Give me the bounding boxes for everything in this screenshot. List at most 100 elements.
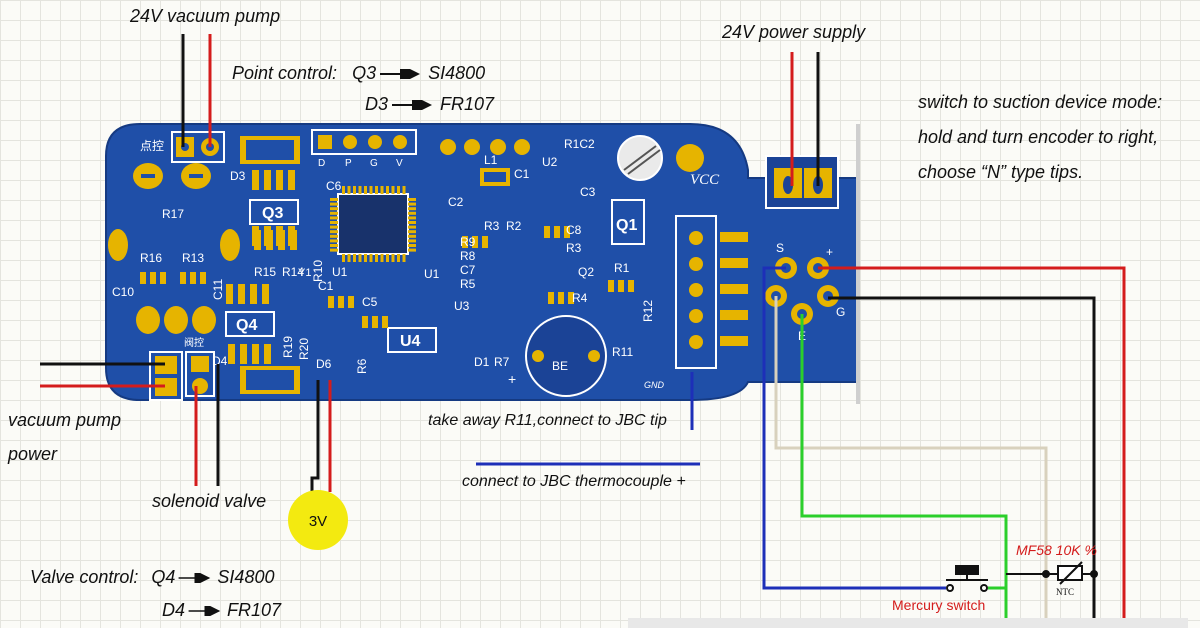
battery-label: 3V xyxy=(309,513,327,530)
silk-d4: D4 xyxy=(212,354,228,368)
smd-pad xyxy=(262,284,269,304)
tip-pad xyxy=(689,309,703,323)
silk-be: BE xyxy=(552,359,568,373)
mcu-pin xyxy=(330,244,338,247)
tip-lead xyxy=(720,310,748,320)
silk-u1: U1 xyxy=(332,265,348,279)
silk-r8: R8 xyxy=(460,249,476,263)
pcb-board xyxy=(105,123,859,401)
smd-pad xyxy=(362,316,368,328)
point-control-title: Point control: xyxy=(232,63,338,83)
smd-pad xyxy=(608,280,614,292)
valve-control-from-2: D4 xyxy=(162,600,186,620)
mcu-pin xyxy=(330,230,338,234)
wire-handle-plus xyxy=(818,266,1126,628)
silk-q4: Q4 xyxy=(236,317,257,334)
silk-u2: U2 xyxy=(542,155,558,169)
smd-pad xyxy=(558,292,564,304)
dpgv-header xyxy=(311,129,417,155)
suction-note-2: hold and turn encoder to right, xyxy=(918,127,1159,147)
thermocouple-label: connect to JBC thermocouple + xyxy=(462,473,686,490)
mcu-pin xyxy=(353,254,356,262)
mcu-pin xyxy=(330,234,338,238)
mcu-pin xyxy=(386,254,389,262)
mounting-holes xyxy=(141,174,203,178)
point-control-to-1: SI4800 xyxy=(428,63,486,83)
silk-q2: Q2 xyxy=(578,265,594,279)
mcu-pin xyxy=(397,254,400,262)
silk-d3: D3 xyxy=(230,169,246,183)
silk-valve-cn: 阀控 xyxy=(184,336,204,349)
smd-pad xyxy=(264,344,271,364)
silk-r13: R13 xyxy=(182,251,204,265)
mcu-pin xyxy=(408,198,416,201)
smd-pad xyxy=(554,226,560,238)
mcu-pin xyxy=(391,186,395,194)
smd-pad xyxy=(190,272,196,284)
arrow-icon xyxy=(179,573,211,584)
mcu-pin xyxy=(408,239,416,243)
silk-r17: R17 xyxy=(162,207,184,221)
solenoid-label: solenoid valve xyxy=(152,491,267,511)
ntc-text: NTC xyxy=(1056,587,1074,597)
buzzer xyxy=(525,315,607,397)
silk-gnd: GND xyxy=(644,380,665,390)
mcu-pin xyxy=(408,244,416,247)
mounting-pads xyxy=(108,144,704,334)
mcu-pin xyxy=(375,254,378,262)
silk-hdr-d: D xyxy=(318,158,325,169)
mercury-switch-label: Mercury switch xyxy=(892,597,986,613)
encoder-hole xyxy=(617,135,663,181)
mcu-pin xyxy=(408,234,416,238)
mcu-pin xyxy=(397,186,400,194)
tip-lead xyxy=(720,336,748,346)
smd-pad xyxy=(548,292,554,304)
silk-r6: R6 xyxy=(355,358,369,374)
silk-l1: L1 xyxy=(484,153,498,167)
smd-pad xyxy=(160,272,166,284)
mcu-pin xyxy=(408,207,416,211)
wire-handle-beige xyxy=(774,296,1048,628)
mcu-pin xyxy=(342,254,345,262)
power-connector xyxy=(765,155,839,209)
valve-control-to-1: SI4800 xyxy=(217,567,275,587)
ntc-part-label: MF58 10K % xyxy=(1016,542,1097,558)
smd-pad xyxy=(618,280,624,292)
silk-d1: D1 xyxy=(474,355,490,369)
suction-note-1: switch to suction device mode: xyxy=(918,92,1163,112)
smd-pad xyxy=(382,316,388,328)
mcu-pin xyxy=(330,198,338,201)
mcu-pin xyxy=(408,230,416,234)
silk-plus: + xyxy=(508,371,516,387)
silk-hdr-p: P xyxy=(345,158,352,169)
silk-s: S xyxy=(776,241,784,255)
mcu-pin xyxy=(369,254,373,262)
mcu-pin xyxy=(330,202,338,206)
tip-pad xyxy=(689,231,703,245)
silk-u3: U3 xyxy=(454,299,470,313)
tip-pad xyxy=(689,335,703,349)
silk-r3: R3 xyxy=(566,241,582,255)
silk-u4: U4 xyxy=(400,333,421,350)
silk-r10: R10 xyxy=(311,260,325,282)
smd-pad xyxy=(180,272,186,284)
mcu-pin xyxy=(358,254,362,262)
silk-r20: R20 xyxy=(297,338,311,360)
smd-pad xyxy=(250,284,257,304)
tip-lead xyxy=(720,258,748,268)
tip-lead xyxy=(720,232,748,242)
smd-pad xyxy=(140,272,146,284)
mcu-pin xyxy=(408,248,416,252)
smd-pad xyxy=(240,344,247,364)
mcu-pin xyxy=(391,254,395,262)
pump-24v-label: 24V vacuum pump xyxy=(130,6,281,26)
silk-q3: Q3 xyxy=(262,205,283,222)
silk-r7: R7 xyxy=(494,355,510,369)
silk-r1: R1 xyxy=(614,261,630,275)
mcu-pin xyxy=(408,211,416,215)
silk-c3: C3 xyxy=(580,185,596,199)
silk-r19: R19 xyxy=(281,336,295,358)
top-pads xyxy=(440,139,530,155)
